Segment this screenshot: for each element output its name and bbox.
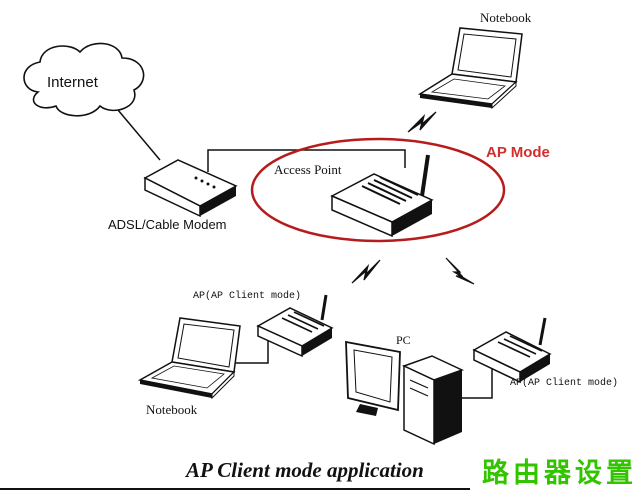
internet-cloud-icon: [23, 42, 145, 117]
ap-client-right-label: AP(AP Client mode): [510, 378, 619, 389]
notebook-bottom-label: Notebook: [146, 402, 198, 417]
pc-label: PC: [396, 333, 411, 347]
ap-mode-label: AP Mode: [486, 144, 550, 161]
wireless-signal-icon-left: [351, 259, 381, 284]
watermark-logo-text: 路由器设置: [482, 458, 637, 489]
pc-icon: [345, 340, 464, 446]
ap-client-left-label: AP(AP Client mode): [193, 291, 302, 302]
ap-client-left-router-icon: [256, 294, 334, 358]
notebook-bottom-icon: [137, 317, 241, 400]
diagram-caption: AP Client mode application: [186, 458, 424, 482]
wireless-signal-icon-top: [407, 111, 437, 133]
notebook-top-icon: [417, 27, 523, 110]
notebook-top-label: Notebook: [480, 10, 532, 25]
ap-client-right-router-icon: [472, 317, 552, 384]
modem-label: ADSL/Cable Modem: [108, 217, 227, 232]
access-point-router-icon: [330, 154, 434, 238]
cable-pc-apclient: [460, 360, 493, 399]
access-point-label: Access Point: [274, 162, 342, 177]
cable-modem-accesspoint: [207, 149, 406, 172]
cable-internet-modem: [117, 109, 161, 161]
internet-label: Internet: [47, 74, 98, 91]
ap-mode-highlight-ellipse: [250, 137, 506, 243]
modem-icon: [143, 159, 238, 218]
wireless-signal-icon-right: [445, 257, 475, 285]
cable-notebook-apclient: [224, 338, 269, 364]
